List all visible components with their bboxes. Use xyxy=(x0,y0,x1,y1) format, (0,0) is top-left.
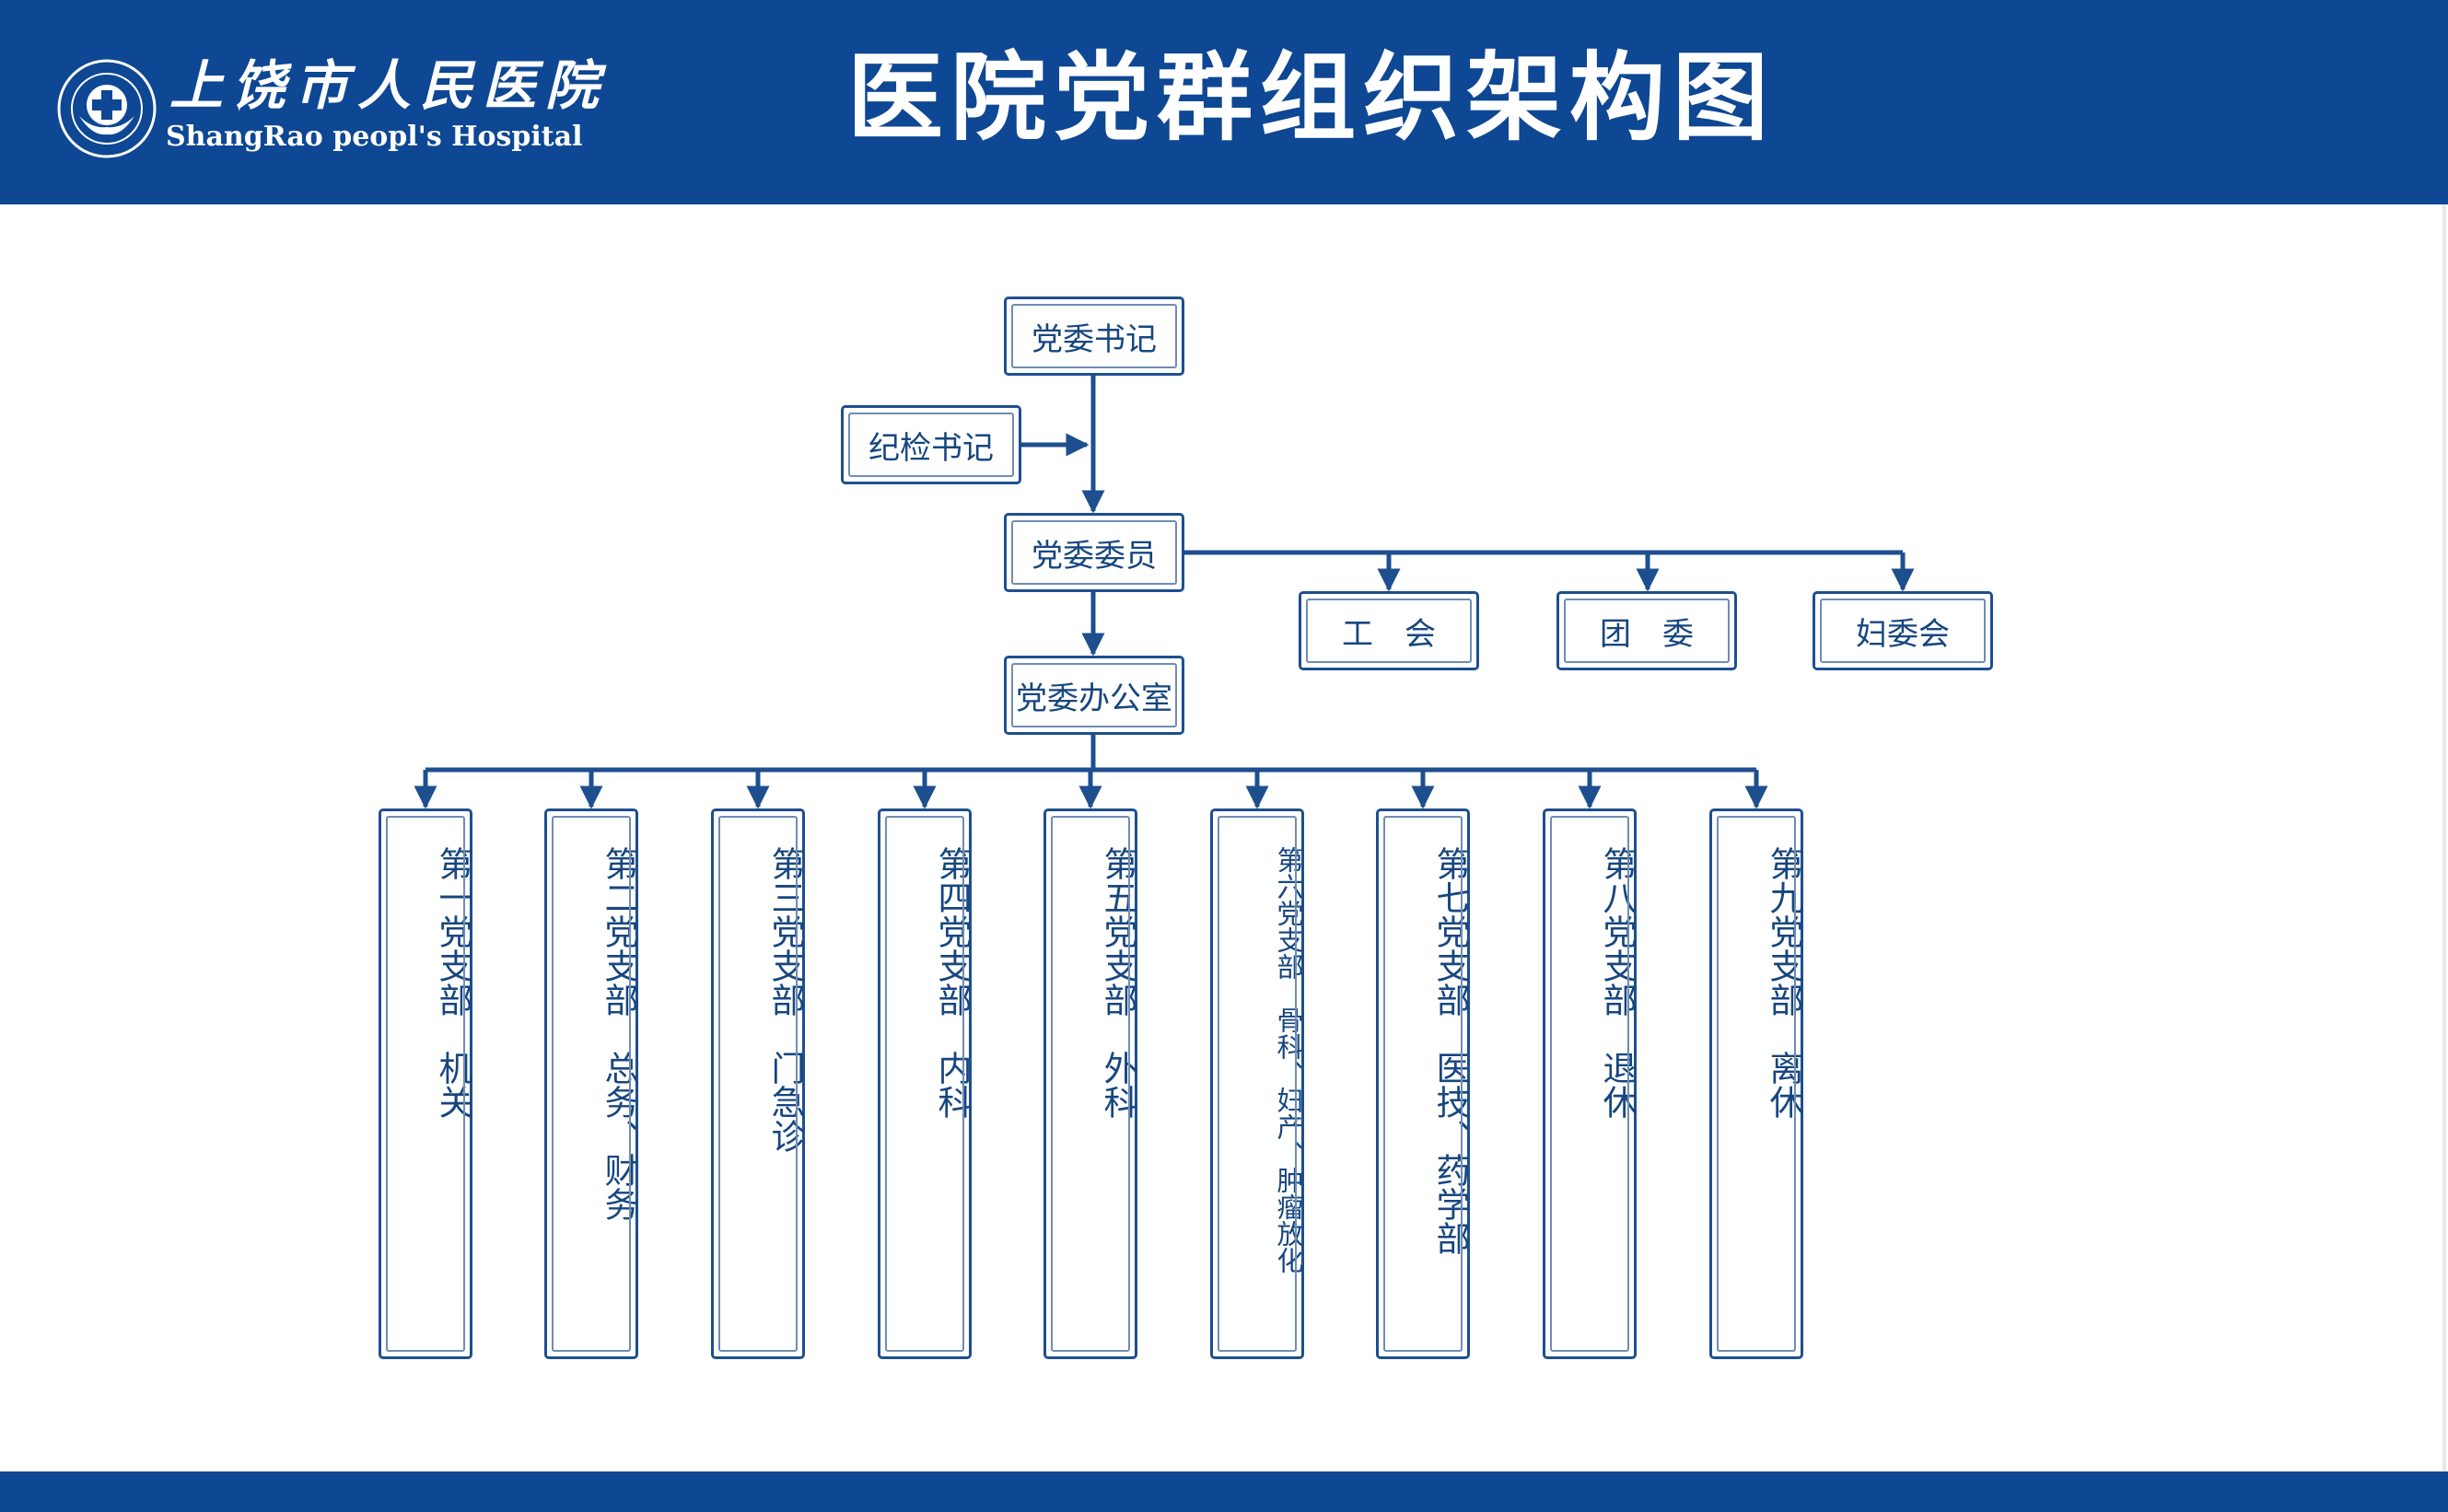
branch-8: 第八党支部 退休 xyxy=(1543,808,1637,1359)
node-youth-league-label: 团 委 xyxy=(1600,615,1694,653)
page-title: 医院党群组织架构图 xyxy=(847,41,1777,154)
branch-7-label: 第七党支部 医技、药学部 xyxy=(1430,846,1470,1255)
branch-7: 第七党支部 医技、药学部 xyxy=(1376,808,1470,1359)
branch-1-label: 第一党支部 机关 xyxy=(433,846,472,1119)
branch-3-label: 第三党支部 门急诊 xyxy=(765,846,805,1153)
branch-9-label: 第九党支部 离休 xyxy=(1764,846,1803,1119)
branch-5-label: 第五党支部 外科 xyxy=(1098,846,1137,1119)
node-trade-union: 工 会 xyxy=(1299,591,1479,670)
page-border xyxy=(2442,204,2446,1471)
branch-4-label: 第四党支部 内科 xyxy=(932,846,972,1119)
node-womens-committee-label: 妇委会 xyxy=(1856,615,1950,653)
branch-1: 第一党支部 机关 xyxy=(379,808,472,1359)
header-bar xyxy=(0,0,2448,204)
node-discipline-secretary-label: 纪检书记 xyxy=(868,429,994,467)
hospital-name-en: ShangRao peopl's Hospital xyxy=(166,121,583,153)
branch-9: 第九党支部 离休 xyxy=(1709,808,1803,1359)
branch-3: 第三党支部 门急诊 xyxy=(711,808,805,1359)
branch-6-label: 第六党支部 骨科、妇产、肿瘤放化 xyxy=(1273,846,1304,1274)
node-youth-league: 团 委 xyxy=(1556,591,1737,670)
footer-bar xyxy=(0,1471,2448,1512)
hospital-logo-icon xyxy=(57,59,157,158)
node-trade-union-label: 工 会 xyxy=(1342,615,1436,653)
branch-4: 第四党支部 内科 xyxy=(878,808,972,1359)
node-discipline-secretary: 纪检书记 xyxy=(841,405,1021,484)
node-party-secretary: 党委书记 xyxy=(1004,297,1184,376)
node-party-secretary-label: 党委书记 xyxy=(1032,320,1157,358)
node-party-office: 党委办公室 xyxy=(1004,656,1184,735)
node-party-committee: 党委委员 xyxy=(1004,513,1184,592)
node-party-office-label: 党委办公室 xyxy=(1016,680,1172,717)
branch-2: 第二党支部 总务、财务 xyxy=(544,808,638,1359)
branch-2-label: 第二党支部 总务、财务 xyxy=(599,846,638,1221)
branch-6: 第六党支部 骨科、妇产、肿瘤放化 xyxy=(1210,808,1304,1359)
node-womens-committee: 妇委会 xyxy=(1813,591,1993,670)
branch-5: 第五党支部 外科 xyxy=(1043,808,1137,1359)
node-party-committee-label: 党委委员 xyxy=(1032,537,1157,575)
hospital-name-cn: 上饶市人民医院 xyxy=(169,54,609,117)
branch-8-label: 第八党支部 退休 xyxy=(1597,846,1637,1119)
